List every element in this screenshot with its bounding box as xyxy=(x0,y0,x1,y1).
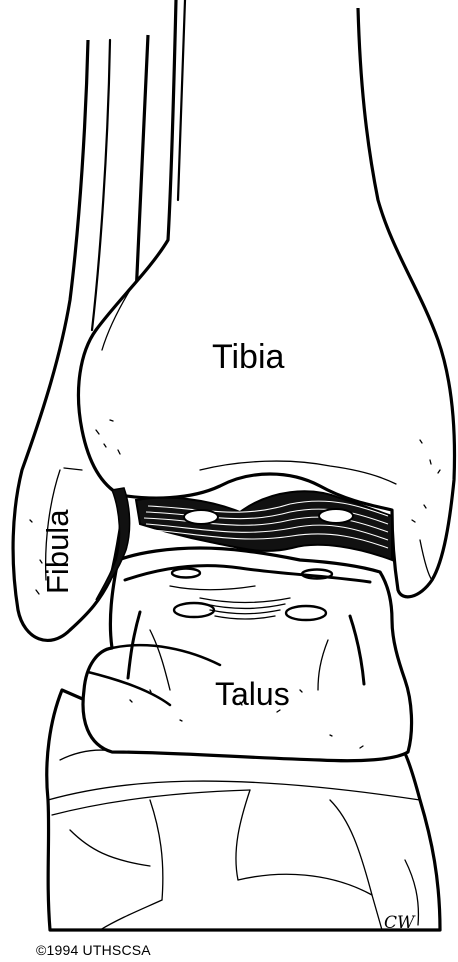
copyright-text: ©1994 UTHSCSA xyxy=(36,942,151,958)
artist-initials: CW xyxy=(384,913,414,933)
talus-label: Talus xyxy=(215,676,290,713)
fibula-label: Fibula xyxy=(40,510,76,594)
tibia-label: Tibia xyxy=(212,338,284,377)
talus-bone xyxy=(83,548,412,761)
